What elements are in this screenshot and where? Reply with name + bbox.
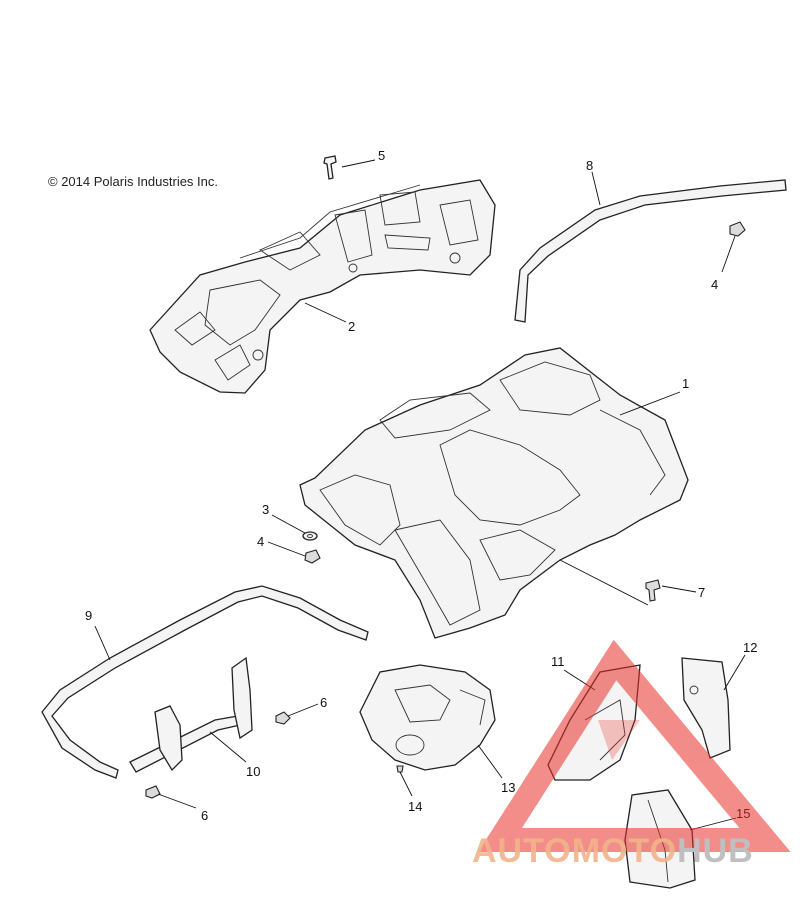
- screw-part-14[interactable]: [396, 765, 404, 773]
- watermark-part-b: HUB: [677, 832, 754, 870]
- callout-1: 1: [682, 376, 689, 391]
- callout-7: 7: [698, 585, 705, 600]
- callout-3: 3: [262, 502, 269, 517]
- callout-9: 9: [85, 608, 92, 623]
- watermark-text: AUTOMOTOHUB: [472, 832, 754, 871]
- callout-12: 12: [743, 640, 757, 655]
- callout-6-left: 6: [201, 808, 208, 823]
- washer-part-3[interactable]: [302, 531, 318, 541]
- callout-4-right: 4: [711, 277, 718, 292]
- copyright-notice: © 2014 Polaris Industries Inc.: [48, 174, 218, 189]
- bumper-frame-part[interactable]: [41, 585, 369, 779]
- callout-13: 13: [501, 780, 515, 795]
- rack-rail-part[interactable]: [514, 179, 787, 323]
- shield-part-12[interactable]: [681, 657, 731, 759]
- callout-8: 8: [586, 158, 593, 173]
- callout-5: 5: [378, 148, 385, 163]
- rivet-part-7[interactable]: [645, 579, 661, 602]
- callout-14: 14: [408, 799, 422, 814]
- watermark-logo-triangle: [478, 639, 791, 852]
- rear-fender-part[interactable]: [299, 347, 689, 639]
- callout-4-left: 4: [257, 534, 264, 549]
- nut-part-4-lower[interactable]: [304, 549, 321, 564]
- callout-2: 2: [348, 319, 355, 334]
- bolt-part-5[interactable]: [323, 155, 337, 180]
- rear-rack-part[interactable]: [149, 179, 496, 394]
- callout-6-right: 6: [320, 695, 327, 710]
- watermark-part-a: AUTOMOTO: [472, 832, 678, 870]
- bracket-part-10[interactable]: [129, 656, 253, 773]
- callout-11: 11: [551, 654, 565, 669]
- inner-fender-part[interactable]: [359, 664, 496, 771]
- callout-10: 10: [246, 764, 260, 779]
- bolt-part-6-right[interactable]: [275, 711, 291, 725]
- nut-part-4-upper[interactable]: [729, 221, 746, 237]
- bolt-part-6-left[interactable]: [145, 785, 161, 799]
